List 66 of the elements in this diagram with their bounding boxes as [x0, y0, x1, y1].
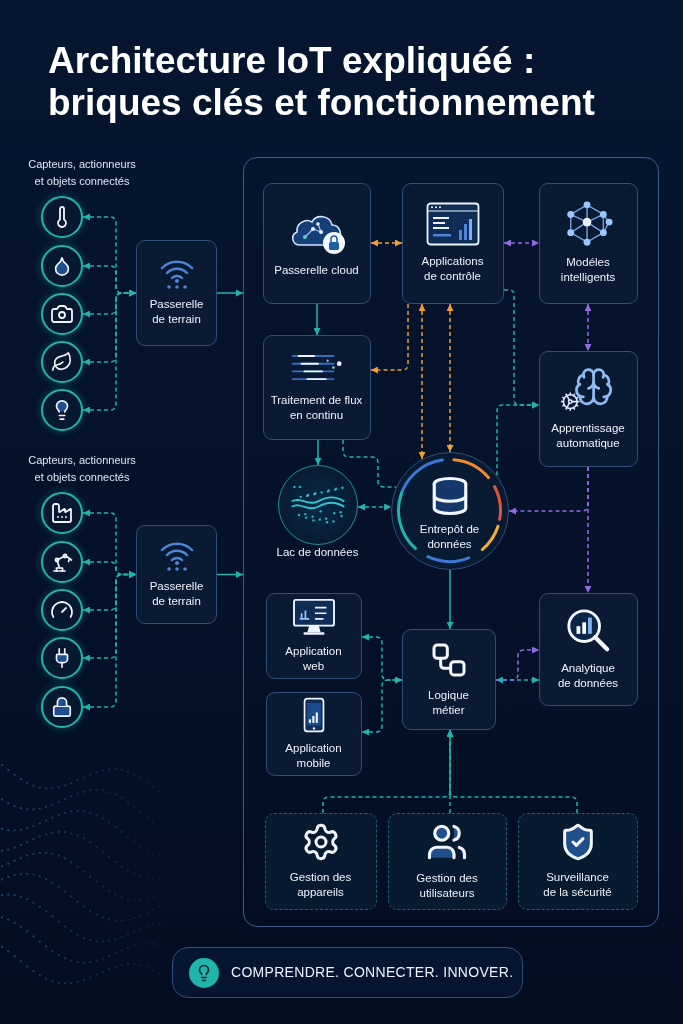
sensor-circle [41, 492, 83, 534]
sensor-circle [41, 686, 83, 728]
connector-line [342, 439, 397, 488]
sensor-circle [41, 293, 83, 335]
card-label: Surveillance de la sécurité [542, 870, 613, 900]
card-label: Gestion des appareils [288, 870, 353, 900]
component-card [265, 691, 362, 776]
title: Architecture IoT expliquéé : briques clés et fonctionnement [48, 40, 596, 124]
connector-arrow [446, 569, 454, 630]
connector-arrow [361, 676, 403, 736]
connector-arrow [495, 646, 540, 681]
connector-arrow [496, 401, 540, 477]
connector-arrow [584, 466, 592, 594]
connector-arrow [446, 303, 454, 453]
component-card [401, 182, 504, 304]
connector-arrow [370, 303, 409, 374]
component-card [262, 334, 371, 440]
card-label: Passerelle de terrain [148, 297, 205, 327]
sensor-circle [41, 589, 83, 631]
card-label: Gestion des utilisateurs [415, 871, 479, 901]
connector-arrow [418, 303, 426, 460]
card-label: Modéles intelligents [559, 255, 617, 285]
connector-arrow [314, 439, 322, 466]
connector-arrow [216, 289, 244, 297]
service-card [517, 812, 638, 910]
connector-arrow [216, 571, 244, 578]
component-card [262, 182, 371, 304]
card-label: Application mobile [284, 740, 343, 771]
platform-panel [243, 157, 659, 927]
card-label: Applications de contrôle [420, 254, 485, 284]
card-label: Traitement de flux en continu [269, 392, 364, 423]
card-label: Application web [284, 643, 343, 674]
group-heading: Capteurs, actionneurs et objets connectés [27, 157, 137, 189]
card-label: Analytique de données [557, 661, 619, 691]
connector-arrow [370, 239, 403, 247]
component-card [401, 628, 496, 730]
card-label: Apprentissage automatique [550, 421, 626, 451]
connector-arrow [503, 239, 540, 247]
connector-arrow [357, 503, 392, 511]
connector-arrow [82, 289, 137, 414]
service-card [387, 812, 507, 910]
service-card [264, 812, 377, 910]
component-card [538, 182, 638, 304]
card-label: Entrepôt de données [418, 522, 481, 552]
slogan-text: COMPRENDRE. CONNECTER. INNOVER. [231, 963, 514, 982]
sensor-circle [41, 196, 83, 238]
card-label: Logique métier [427, 688, 470, 718]
sensor-circle [41, 389, 83, 431]
card-label: Passerelle de terrain [148, 578, 205, 609]
card-label: Lac de données [276, 544, 359, 560]
connector-arrow [313, 303, 321, 336]
gateway-card [136, 240, 217, 346]
card-label: Passerelle cloud [274, 262, 359, 278]
slogan-banner [172, 947, 523, 998]
gateway-card [136, 525, 217, 624]
connector-arrow [446, 729, 578, 814]
component-card [538, 592, 638, 706]
sensor-circle [41, 341, 83, 383]
connector-arrow [82, 571, 137, 711]
component-card [538, 350, 638, 467]
sensor-circle [41, 637, 83, 679]
component-card [265, 592, 362, 679]
connector-arrow [584, 303, 592, 352]
group-heading: Capteurs, actionneurs et objets connectés [27, 453, 137, 485]
sensor-circle [41, 541, 83, 583]
sensor-circle [41, 245, 83, 287]
